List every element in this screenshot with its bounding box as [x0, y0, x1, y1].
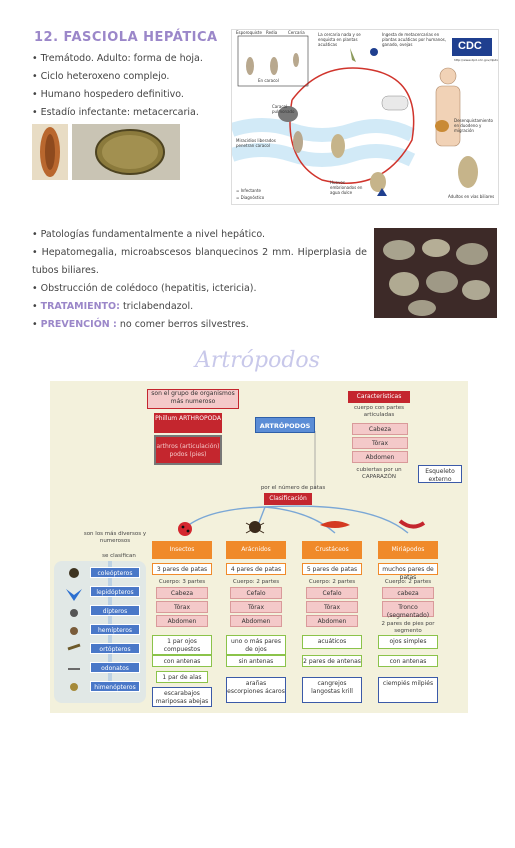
por-numero-label: por el número de patas [260, 485, 326, 491]
body-part-node: Tórax [230, 601, 282, 613]
body-part-node: Tórax [156, 601, 208, 613]
grupo-node: son el grupo de organismos más numeroso [147, 389, 239, 409]
infectante-legend: = Infectante [236, 188, 261, 193]
abdomen-node: Abdomen [352, 451, 408, 463]
cdc-logo: CDC [458, 40, 482, 52]
ejemplos-node: arañas escorpiones ácaros [226, 677, 286, 703]
insect-order-item: coleópteros [90, 567, 140, 578]
cuerpo-partes-label: cuerpo con partes articuladas [354, 405, 404, 418]
fasciola-adult-photo [32, 124, 68, 180]
phylum-node: Phillum ARTHROPODA [154, 413, 222, 433]
caracteristicas-node: Características [348, 391, 410, 403]
life-cycle-diagram: CDC Esporoquiste Redia Cercaria En carac… [229, 29, 499, 205]
adultos-note: Adultos en vías biliares [448, 194, 495, 199]
fasciola-egg-photo [72, 124, 180, 180]
ojos-node: 1 par ojos compuestos [152, 635, 212, 655]
bullet-item: • Humano hospedero definitivo. [32, 89, 184, 100]
huevos-note: Huevos embrionados en agua dulce [330, 180, 363, 195]
body-part-node: Abdomen [306, 615, 358, 627]
antenas-node: 2 pares de antenas [302, 655, 362, 667]
torax-node: Tórax [352, 437, 408, 449]
redia-label: Redia [266, 30, 278, 35]
body-part-node: Cabeza [156, 587, 208, 599]
insect-order-item: ortópteros [90, 643, 140, 654]
bullet-item: • Estadío infectante: metacercaria. [32, 107, 199, 118]
bullet-item: • Patologías fundamentalmente a nivel he… [32, 229, 266, 240]
cercaria-label: Cercaria [288, 30, 305, 35]
bullet-item: • Tremátodo. Adulto: forma de hoja. [32, 53, 203, 64]
esqueleto-node: Esqueleto externo [418, 465, 462, 483]
cuerpo-label: Cuerpo: 3 partes [158, 579, 206, 585]
patas-node: 3 pares de patas [152, 563, 212, 575]
diversos-label: son los más diversos y numerosos [83, 531, 147, 544]
class-name-node: Crustáceos [302, 541, 362, 559]
patas-node: 4 pares de patas [226, 563, 286, 575]
en-caracol-label: En caracol [258, 78, 279, 83]
clasificacion-node: Clasificación [264, 493, 312, 505]
bullet-item: • TRATAMIENTO: triclabendazol. [32, 301, 194, 312]
body-part-node: Tronco (segmentado) [382, 601, 434, 619]
body-part-node: Cefalo [306, 587, 358, 599]
body-part-node: cabeza [382, 587, 434, 599]
pathology-bullet-list: • Patologías fundamentalmente a nivel he… [32, 226, 367, 334]
bullet-item: • Obstrucción de colédoco (hepatitis, ic… [32, 283, 257, 294]
insect-order-item: himenópteros [90, 681, 140, 692]
section-title: 12. FASCIOLA HEPÁTICA [34, 30, 218, 45]
bullet-item: • PREVENCIÓN : no comer berros silvestre… [32, 319, 249, 330]
diagnostico-legend: = Diagnóstico [236, 195, 265, 200]
alas-node: 1 par de alas [156, 671, 208, 683]
insect-order-item: dípteros [90, 605, 140, 616]
caracol-note: Caracol pulmonado [272, 104, 295, 114]
desenquistamiento-note: Desenquistamiento en duodeno y migración [454, 118, 493, 133]
antenas-node: con antenas [152, 655, 212, 667]
insect-order-item: hemípteros [90, 624, 140, 635]
esporoquiste-label: Esporoquiste [236, 30, 262, 35]
artropodos-node: ARTRÓPODOS [255, 417, 315, 433]
ingesta-note: Ingesta de metacercarias en plantas acuá… [382, 32, 446, 47]
body-part-node: Tórax [306, 601, 358, 613]
patas-node: muchos pares de patas [378, 563, 438, 581]
antenas-node: sin antenas [226, 655, 286, 667]
insect-order-item: lepidópteros [90, 586, 140, 597]
cabeza-node: Cabeza [352, 423, 408, 435]
insect-order-item: odonatos [90, 662, 140, 673]
cdc-url: http://www.dpd.cdc.gov/dpdx [454, 58, 499, 62]
ojos-node: acuáticos [302, 635, 362, 649]
arthropods-heading: Artrópodos [195, 348, 320, 373]
life-cycle-drawing [229, 35, 492, 196]
body-part-node: Abdomen [156, 615, 208, 627]
cuerpo-label: Cuerpo: 2 partes [308, 579, 356, 585]
class-name-node: Miriápodos [378, 541, 438, 559]
etymology-node: arthros (articulación) podos (pies) [154, 435, 222, 465]
ojos-node: uno o más pares de ojos [226, 635, 286, 655]
antenas-node: con antenas [378, 655, 438, 667]
liver-flukes-photo [374, 228, 497, 318]
cercaria-note: La cercaria nada y se enquista en planta… [318, 32, 361, 47]
ejemplos-node: cangrejos langostas krill [302, 677, 362, 703]
bullet-item: • Ciclo heteroxeno complejo. [32, 71, 170, 82]
se-clasifican-label: se clasifican [102, 553, 136, 559]
cubiertas-label: cubiertas por un CAPARAZÓN [356, 467, 402, 480]
ejemplos-node: ciempiés milpiés [378, 677, 438, 703]
top-bullet-list: • Tremátodo. Adulto: forma de hoja. • Ci… [32, 50, 203, 122]
prevention-label: PREVENCIÓN : [40, 319, 117, 330]
ejemplos-node: escarabajos mariposas abejas [152, 687, 212, 707]
ojos-node: ojos simples [378, 635, 438, 649]
arthropod-concept-map: son el grupo de organismos más numeroso … [50, 381, 468, 713]
patas-node: 5 pares de patas [302, 563, 362, 575]
class-name-node: Arácnidos [226, 541, 286, 559]
treatment-label: TRATAMIENTO: [40, 301, 120, 312]
cuerpo-label: Cuerpo: 2 partes [232, 579, 280, 585]
bullet-item: • Hepatomegalia, microabscesos blanqueci… [32, 247, 367, 276]
cuerpo-label: Cuerpo: 2 partes [384, 579, 432, 585]
miracidios-note: Miracidios liberados penetran caracol [236, 138, 276, 148]
body-part-node: Cefalo [230, 587, 282, 599]
body-part-node: Abdomen [230, 615, 282, 627]
class-name-node: Insectos [152, 541, 212, 559]
extra-label: 2 pares de pies por segmento [381, 621, 435, 634]
